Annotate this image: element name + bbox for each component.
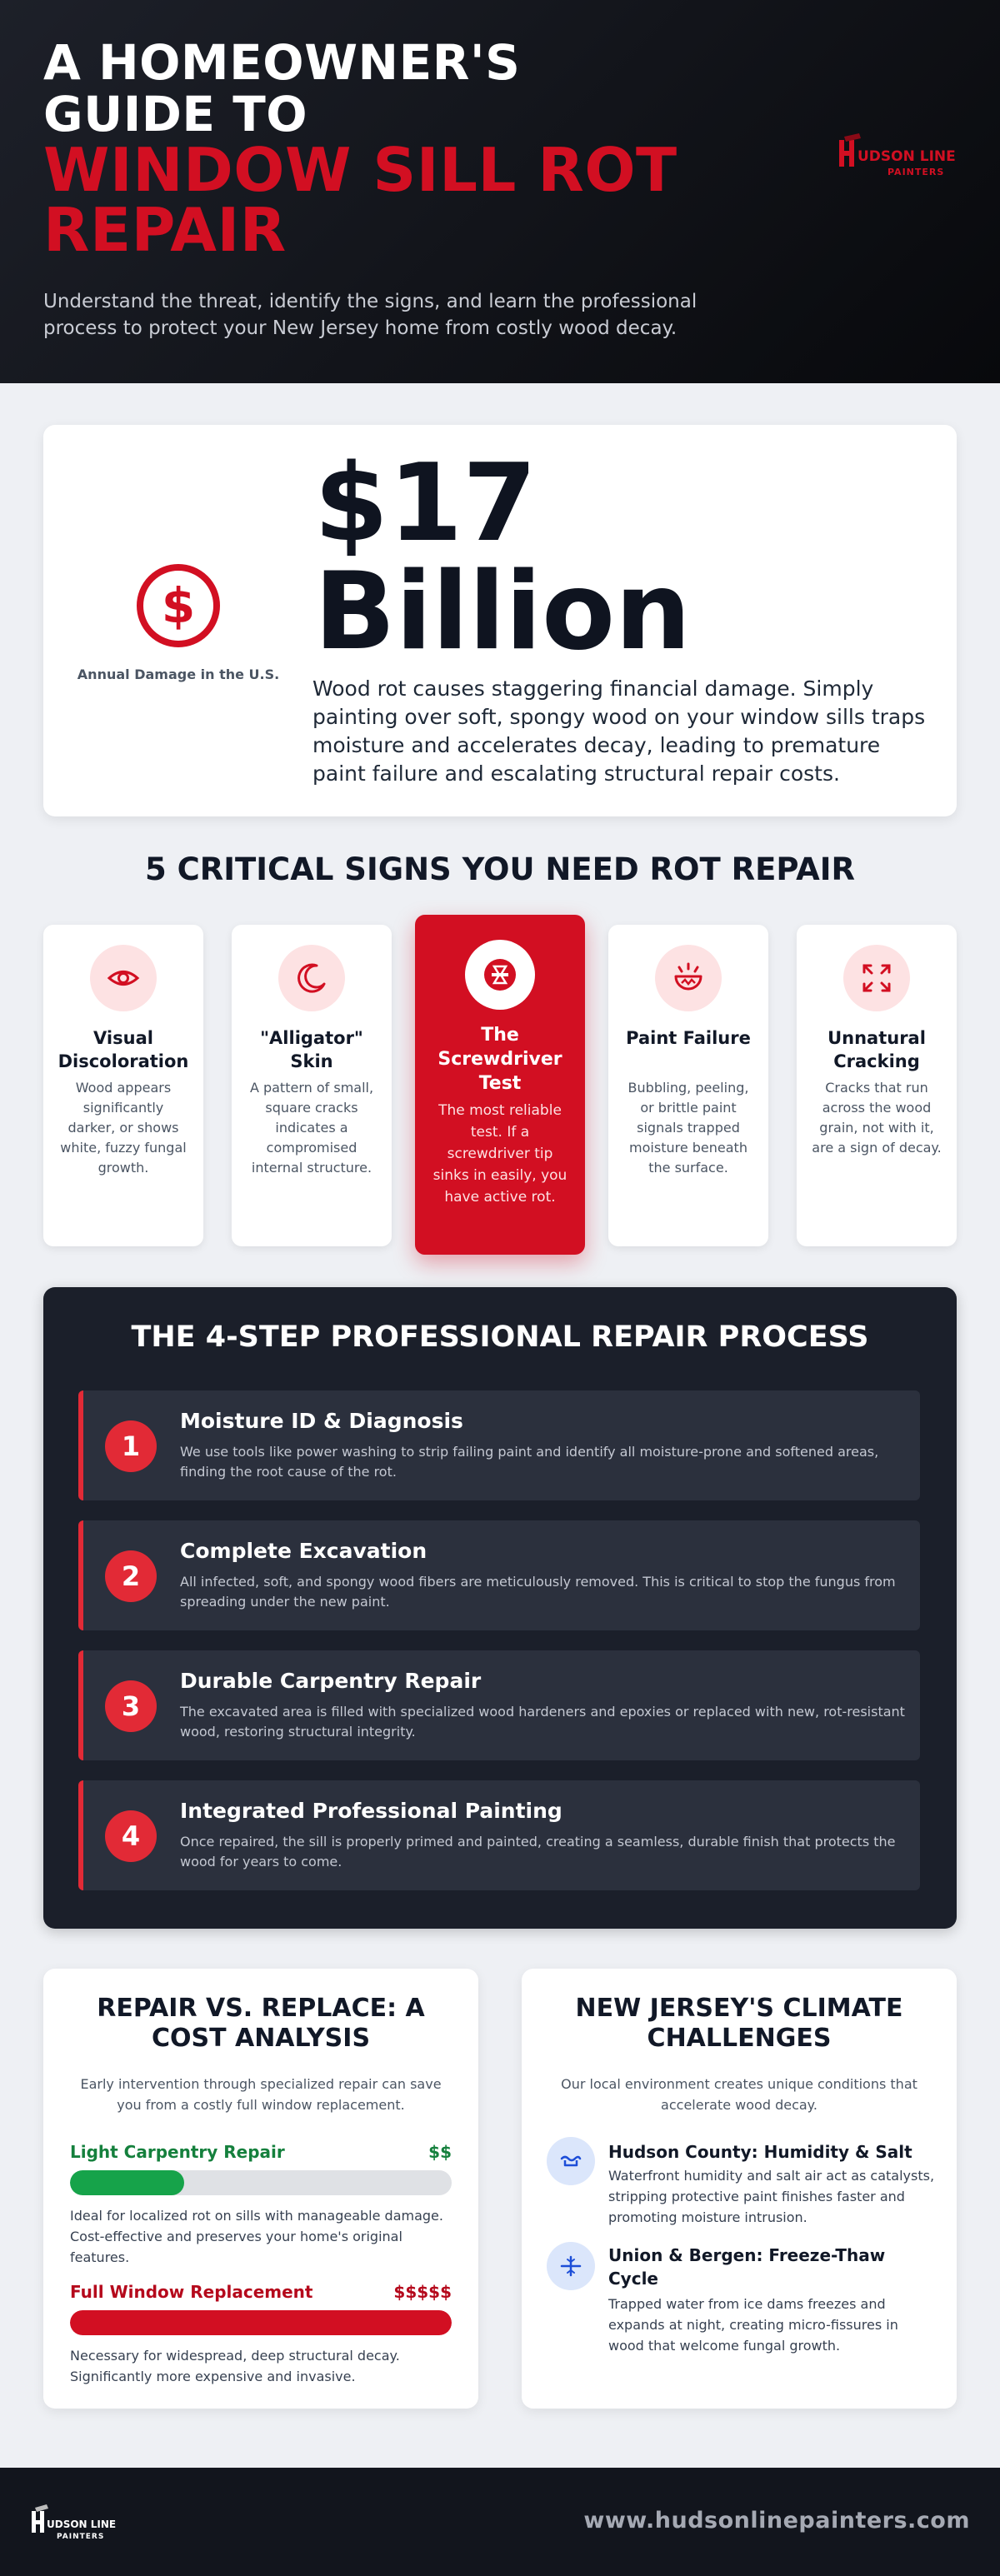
sign-title: "Alligator" Skin	[260, 1028, 363, 1071]
cost-intro: Early intervention through specialized r…	[80, 2076, 442, 2113]
svg-text:UDSON LINE: UDSON LINE	[47, 2519, 116, 2530]
sign-title: The Screwdriver Test	[438, 1025, 562, 1094]
cost-bar-track	[70, 2170, 452, 2195]
cost-title: REPAIR VS. REPLACE: A COST ANALYSIS	[97, 1994, 425, 2053]
step-number: 2	[105, 1550, 157, 1602]
option-description: Necessary for widespread, deep structura…	[70, 2348, 400, 2384]
svg-text:UDSON LINE: UDSON LINE	[858, 148, 956, 165]
option-price: $$	[428, 2142, 452, 2162]
sign-text: Cracks that run across the wood grain, n…	[812, 1080, 942, 1156]
company-logo: UDSON LINE PAINTERS	[839, 133, 956, 177]
cost-bar-track	[70, 2310, 452, 2335]
svg-text:PAINTERS: PAINTERS	[888, 167, 944, 177]
stat-label: Annual Damage in the U.S.	[77, 666, 280, 682]
sign-card-discoloration: Visual Discoloration Wood appears signif…	[43, 925, 203, 1246]
option-description: Ideal for localized rot on sills with ma…	[70, 2208, 443, 2265]
screwdriver-icon	[484, 959, 516, 991]
step-title: Complete Excavation	[180, 1539, 428, 1563]
stat-number: $17 Billion	[314, 442, 692, 674]
cost-bar-fill	[70, 2170, 185, 2195]
climate-intro: Our local environment creates unique con…	[561, 2076, 918, 2113]
climate-item-title: Union & Bergen: Freeze-Thaw Cycle	[608, 2245, 886, 2289]
process-step: 3 Durable Carpentry Repair The excavated…	[78, 1650, 920, 1760]
sign-text: Wood appears significantly darker, or sh…	[60, 1080, 187, 1176]
process-step: 4 Integrated Professional Painting Once …	[78, 1780, 920, 1890]
sign-card-screwdriver-test: The Screwdriver Test The most reliable t…	[415, 915, 585, 1255]
step-text: We use tools like power washing to strip…	[180, 1444, 879, 1480]
sign-text: Bubbling, peeling, or brittle paint sign…	[628, 1080, 749, 1176]
process-step: 1 Moisture ID & Diagnosis We use tools l…	[78, 1390, 920, 1500]
sign-card-unnatural-cracking: Unnatural Cracking Cracks that run acros…	[797, 925, 957, 1246]
sign-text: A pattern of small, square cracks indica…	[249, 1080, 374, 1176]
header-subtitle: Understand the threat, identify the sign…	[43, 291, 698, 339]
climate-item-title: Hudson County: Humidity & Salt	[608, 2142, 912, 2162]
option-price: $$$$$	[393, 2282, 452, 2302]
sign-title: Visual Discoloration	[58, 1028, 189, 1071]
step-text: The excavated area is filled with specia…	[180, 1704, 905, 1740]
step-title: Durable Carpentry Repair	[180, 1669, 482, 1693]
dollar-icon: $	[137, 564, 220, 647]
header: A HOMEOWNER'S GUIDE TO WINDOW SILL ROT R…	[0, 0, 1000, 383]
snowflake-icon	[560, 2255, 582, 2277]
stat-card: $ Annual Damage in the U.S. $17 Billion …	[43, 425, 957, 816]
expand-arrows-icon	[862, 964, 891, 992]
climate-title: NEW JERSEY'S CLIMATE CHALLENGES	[575, 1994, 903, 2053]
eye-icon	[107, 971, 140, 986]
process-title: THE 4-STEP PROFESSIONAL REPAIR PROCESS	[131, 1320, 869, 1354]
step-text: Once repaired, the sill is properly prim…	[180, 1834, 896, 1870]
step-number: 1	[105, 1420, 157, 1472]
paint-failure-icon	[674, 962, 702, 991]
repair-process-section: THE 4-STEP PROFESSIONAL REPAIR PROCESS 1…	[43, 1287, 957, 1929]
climate-item-text: Waterfront humidity and salt air act as …	[608, 2168, 935, 2225]
moon-icon	[298, 963, 326, 993]
option-label: Full Window Replacement	[70, 2282, 313, 2302]
step-number: 3	[105, 1680, 157, 1732]
step-text: All infected, soft, and spongy wood fibe…	[180, 1574, 896, 1610]
sign-card-paint-failure: Paint Failure Bubbling, peeling, or brit…	[608, 925, 768, 1246]
step-number: 4	[105, 1810, 157, 1862]
water-wave-icon	[560, 2155, 582, 2167]
website-link[interactable]: www.hudsonlinepainters.com	[583, 2508, 970, 2534]
process-step: 2 Complete Excavation All infected, soft…	[78, 1520, 920, 1630]
sign-text: The most reliable test. If a screwdriver…	[432, 1102, 568, 1206]
cost-analysis-panel: REPAIR VS. REPLACE: A COST ANALYSIS Earl…	[43, 1969, 478, 2409]
climate-item-text: Trapped water from ice dams freezes and …	[608, 2296, 898, 2354]
stat-description: Wood rot causes staggering financial dam…	[312, 676, 926, 786]
sign-card-alligator: "Alligator" Skin A pattern of small, squ…	[232, 925, 392, 1246]
title-line-2: WINDOW SILL ROT REPAIR	[43, 135, 678, 265]
step-title: Moisture ID & Diagnosis	[180, 1409, 463, 1433]
signs-title: 5 CRITICAL SIGNS YOU NEED ROT REPAIR	[145, 851, 855, 887]
climate-panel: NEW JERSEY'S CLIMATE CHALLENGES Our loca…	[522, 1969, 957, 2409]
option-label: Light Carpentry Repair	[70, 2142, 285, 2162]
sign-title: Unnatural Cracking	[828, 1028, 926, 1071]
title-line-1: A HOMEOWNER'S GUIDE TO	[43, 34, 521, 142]
cost-bar-fill	[70, 2310, 452, 2335]
step-title: Integrated Professional Painting	[180, 1799, 562, 1823]
svg-text:$: $	[162, 577, 195, 634]
svg-text:PAINTERS: PAINTERS	[57, 2533, 104, 2541]
footer: UDSON LINE PAINTERS www.hudsonlinepainte…	[0, 2468, 1000, 2576]
sign-title: Paint Failure	[626, 1028, 751, 1048]
footer-logo: UDSON LINE PAINTERS	[32, 2504, 116, 2541]
